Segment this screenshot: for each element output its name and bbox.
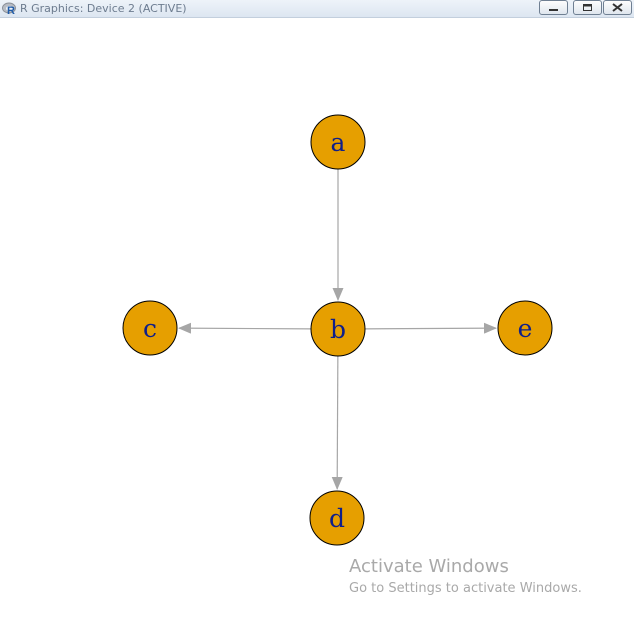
node-label-c: c: [143, 314, 157, 343]
watermark-title: Activate Windows: [349, 556, 509, 577]
node-a: a: [310, 114, 366, 170]
node-e: e: [497, 300, 553, 356]
node-label-e: e: [518, 314, 533, 343]
edge-b-e: [364, 322, 498, 334]
activate-windows-watermark: Activate Windows Go to Settings to activ…: [349, 556, 582, 599]
network-graph: a b c d e: [122, 114, 553, 546]
edge-b-c: [177, 322, 312, 334]
node-b: b: [310, 301, 366, 357]
maximize-button[interactable]: [573, 0, 602, 15]
node-c: c: [122, 300, 178, 356]
node-circle-d: [309, 490, 365, 546]
svg-text:R: R: [7, 5, 15, 16]
close-icon: [612, 3, 623, 12]
close-button[interactable]: [603, 0, 632, 15]
maximize-icon: [583, 4, 592, 11]
edge-b-d: [331, 355, 343, 491]
node-circle-c: [122, 300, 178, 356]
node-circle-a: [310, 114, 366, 170]
minimize-button[interactable]: [539, 0, 568, 15]
node-label-a: a: [331, 128, 346, 157]
node-d: d: [309, 490, 365, 546]
node-label-d: d: [329, 504, 345, 533]
title-bar: R R Graphics: Device 2 (ACTIVE): [0, 0, 634, 18]
minimize-icon: [549, 9, 558, 11]
watermark-subtitle: Go to Settings to activate Windows.: [349, 581, 582, 596]
node-label-b: b: [330, 315, 346, 344]
r-logo-icon[interactable]: R: [2, 1, 17, 16]
window-title: R Graphics: Device 2 (ACTIVE): [20, 2, 187, 15]
node-circle-b: [310, 301, 366, 357]
graph-plot-area: a b c d e: [0, 19, 634, 630]
node-circle-e: [497, 300, 553, 356]
